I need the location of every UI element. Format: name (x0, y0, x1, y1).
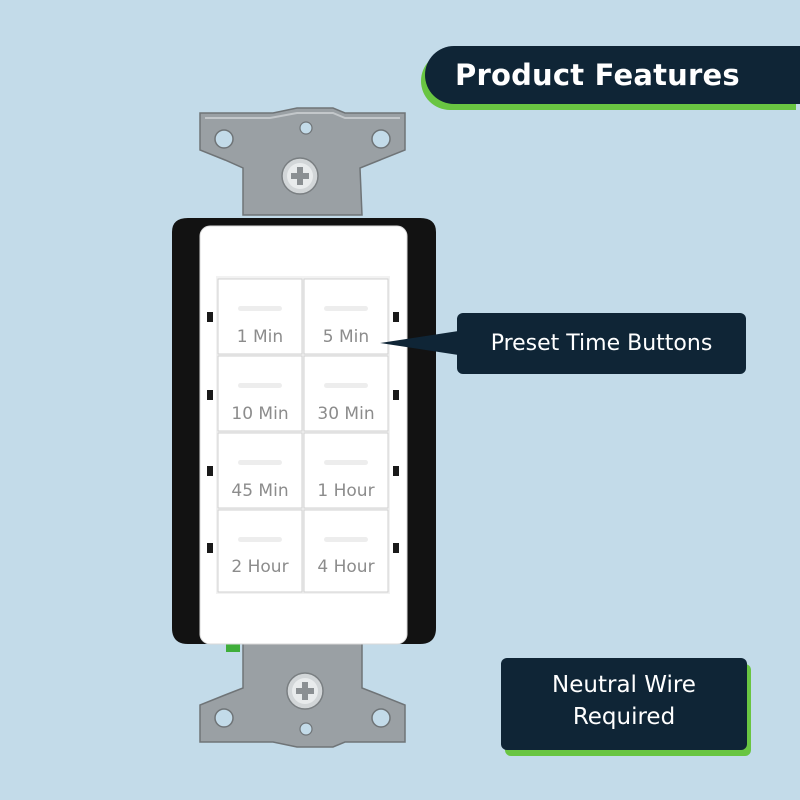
neutral-wire-callout: Neutral Wire Required (501, 658, 747, 750)
button-4-hour[interactable]: 4 Hour (317, 557, 375, 577)
title-banner: Product Features (425, 46, 800, 104)
button-1-min[interactable]: 1 Min (236, 327, 284, 347)
button-5-min[interactable]: 5 Min (322, 327, 370, 347)
button-45-min[interactable]: 45 Min (231, 481, 289, 501)
button-1-hour[interactable]: 1 Hour (317, 481, 375, 501)
button-30-min[interactable]: 30 Min (317, 404, 375, 424)
button-10-min[interactable]: 10 Min (231, 404, 289, 424)
callout-pointer (380, 330, 465, 356)
button-2-hour[interactable]: 2 Hour (231, 557, 289, 577)
page-title: Product Features (455, 58, 740, 92)
neutral-wire-line2: Required (572, 704, 676, 730)
neutral-wire-line1: Neutral Wire (552, 672, 696, 698)
time-buttons (217, 278, 389, 593)
bottom-screw-icon (286, 672, 324, 710)
preset-buttons-callout: Preset Time Buttons (457, 313, 746, 374)
indicator-leds (207, 312, 399, 553)
preset-buttons-text: Preset Time Buttons (490, 331, 713, 356)
top-screw-icon (281, 157, 319, 195)
